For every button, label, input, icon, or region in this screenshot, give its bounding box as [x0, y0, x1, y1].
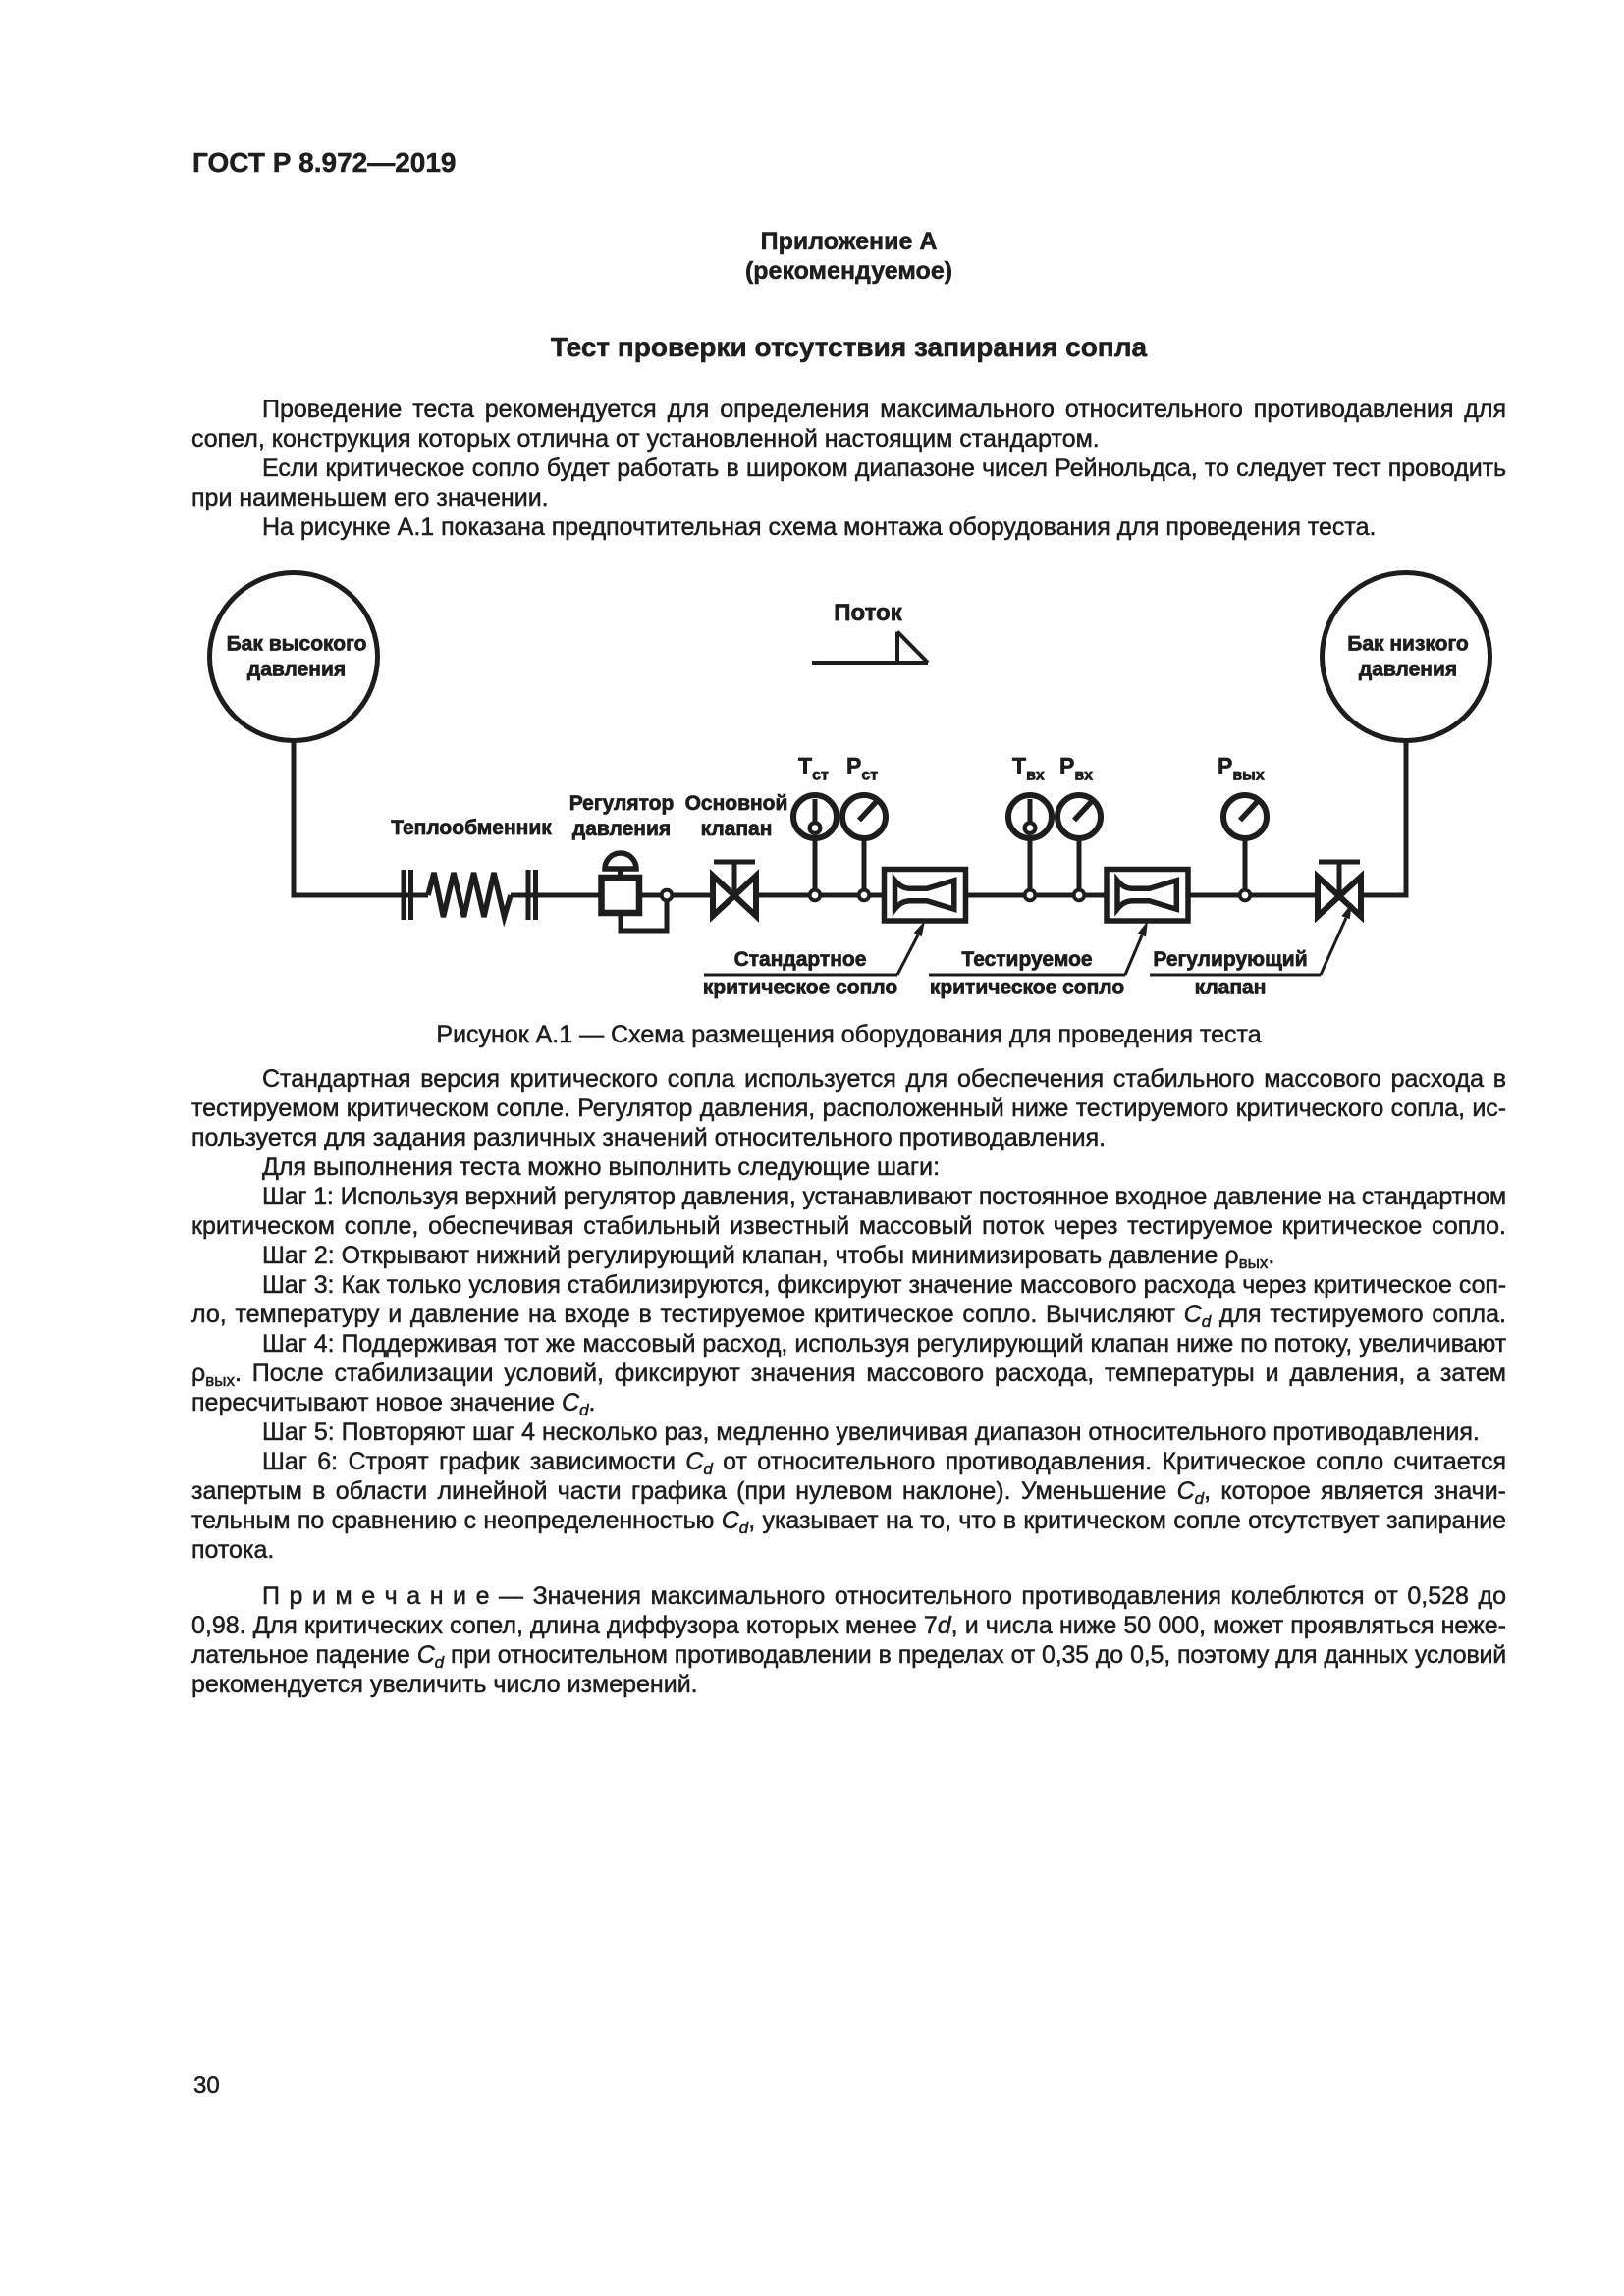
svg-text:критическое сопло: критическое сопло [703, 977, 897, 999]
svg-text:клапан: клапан [1195, 977, 1267, 999]
svg-text:критическое сопло: критическое сопло [930, 977, 1124, 999]
svg-text:давления: давления [1359, 659, 1457, 681]
svg-text:Стандартное: Стандартное [734, 948, 867, 971]
svg-text:Поток: Поток [834, 600, 902, 626]
svg-text:Твх: Твх [1012, 753, 1045, 784]
svg-text:Бак высокого: Бак высокого [227, 633, 367, 656]
svg-text:Тестируемое: Тестируемое [961, 948, 1092, 971]
svg-text:Рвх: Рвх [1059, 753, 1093, 784]
svg-text:давления: давления [247, 659, 346, 681]
svg-text:давления: давления [572, 818, 671, 840]
svg-text:Рвых: Рвых [1218, 753, 1265, 784]
svg-text:клапан: клапан [701, 818, 773, 840]
svg-text:Рст: Рст [846, 753, 878, 784]
svg-text:Теплообменник: Теплообменник [391, 817, 552, 839]
svg-text:Тст: Тст [798, 753, 829, 784]
svg-text:Регулирующий: Регулирующий [1153, 948, 1307, 971]
svg-text:Регулятор: Регулятор [569, 792, 675, 815]
svg-text:Бак низкого: Бак низкого [1347, 633, 1469, 656]
svg-text:Основной: Основной [685, 792, 788, 815]
